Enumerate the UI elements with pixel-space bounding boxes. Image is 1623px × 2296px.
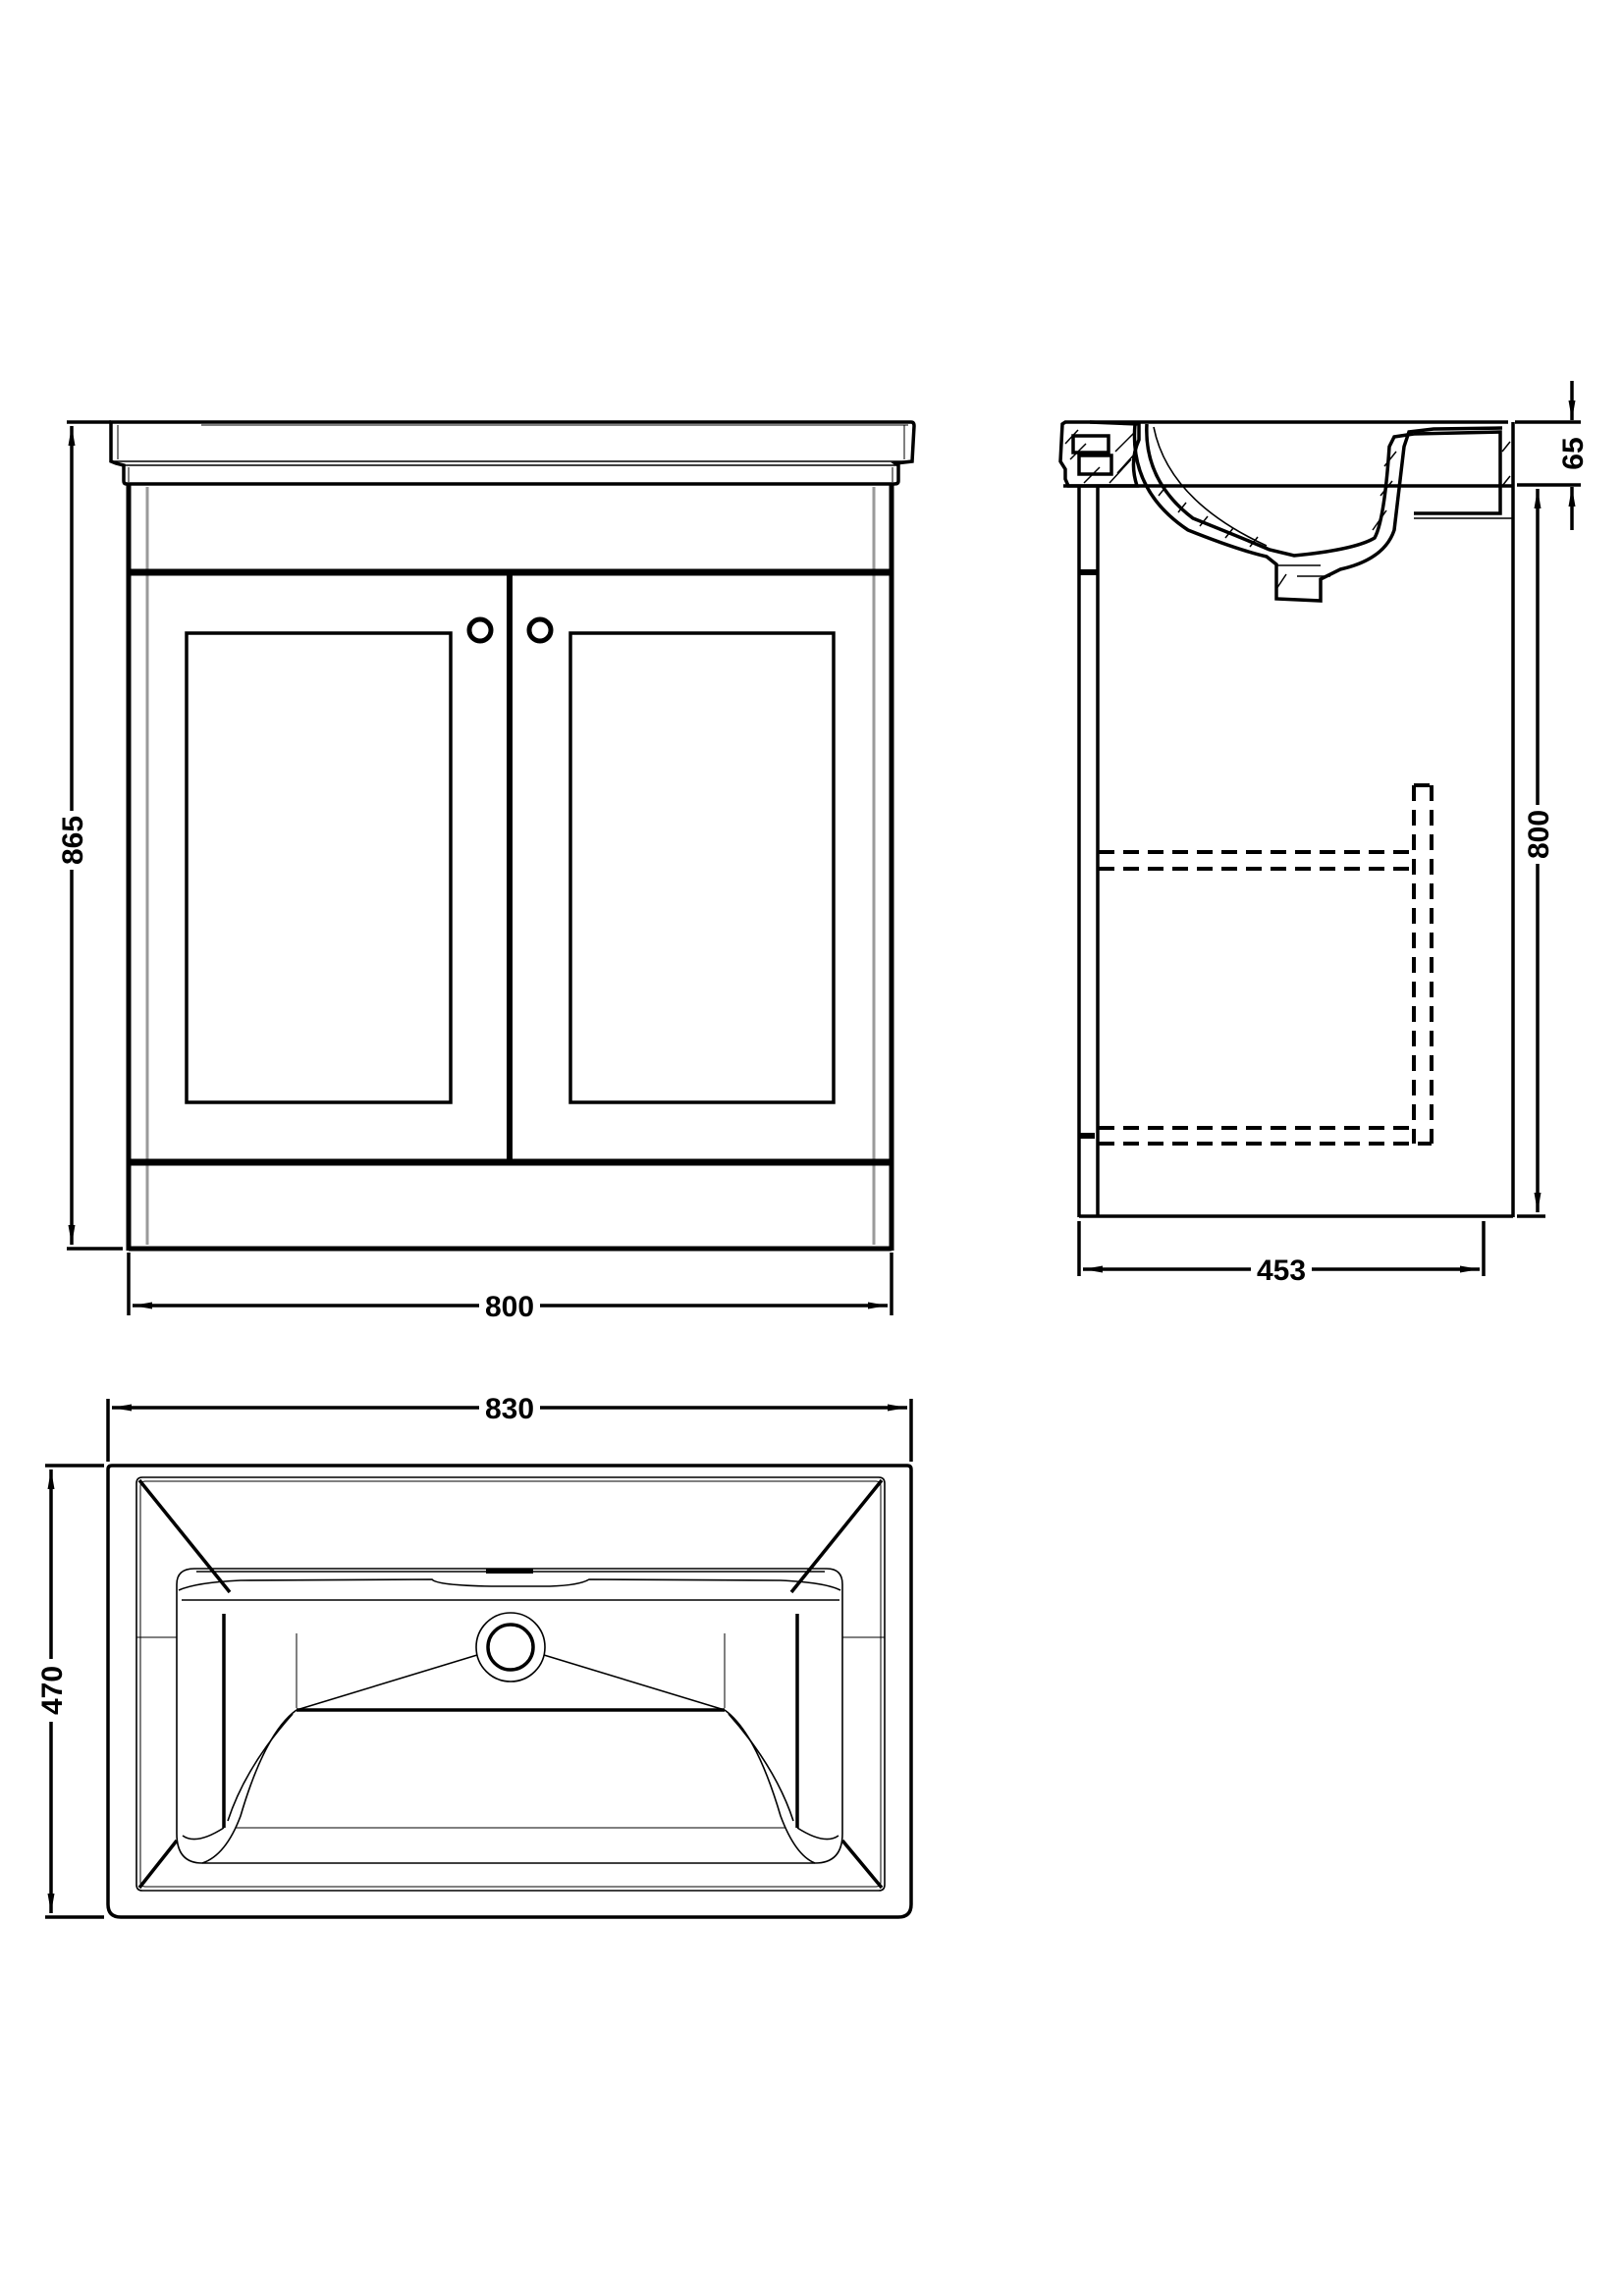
dimension-800: 800	[127, 1253, 893, 1323]
side-basin-section	[1058, 420, 1513, 603]
dimension-830: 830	[106, 1392, 913, 1462]
right-door-knob-icon	[526, 616, 554, 644]
dimension-800-side: 800	[1517, 489, 1555, 1218]
waste-drain-icon	[486, 1623, 535, 1672]
dim-label-453: 453	[1257, 1255, 1306, 1287]
dim-label-800-side: 800	[1523, 810, 1555, 859]
plan-view: 830 470	[35, 1392, 913, 1919]
side-view: 65 800 453	[1058, 381, 1590, 1287]
hidden-shelf-lines	[1099, 783, 1434, 1146]
dim-label-470: 470	[36, 1666, 69, 1715]
side-cabinet	[1077, 422, 1515, 1218]
dim-label-65: 65	[1557, 437, 1590, 469]
dimension-65: 65	[1515, 381, 1590, 530]
front-view: 865 800	[57, 420, 916, 1323]
basin-outline	[106, 1464, 913, 1919]
dimension-470: 470	[35, 1464, 104, 1919]
waste-outer-icon	[475, 1612, 546, 1682]
overflow-slot	[486, 1569, 533, 1574]
left-door-panel	[185, 631, 453, 1104]
dim-label-865: 865	[57, 816, 89, 865]
dim-label-830: 830	[485, 1393, 534, 1425]
front-cabinet	[126, 484, 894, 1252]
dimension-453: 453	[1077, 1221, 1486, 1287]
left-door-knob-icon	[466, 616, 494, 644]
dim-label-800: 800	[485, 1291, 534, 1323]
front-basin	[109, 420, 916, 486]
dimension-865: 865	[57, 420, 123, 1251]
right-door-panel	[568, 631, 836, 1104]
